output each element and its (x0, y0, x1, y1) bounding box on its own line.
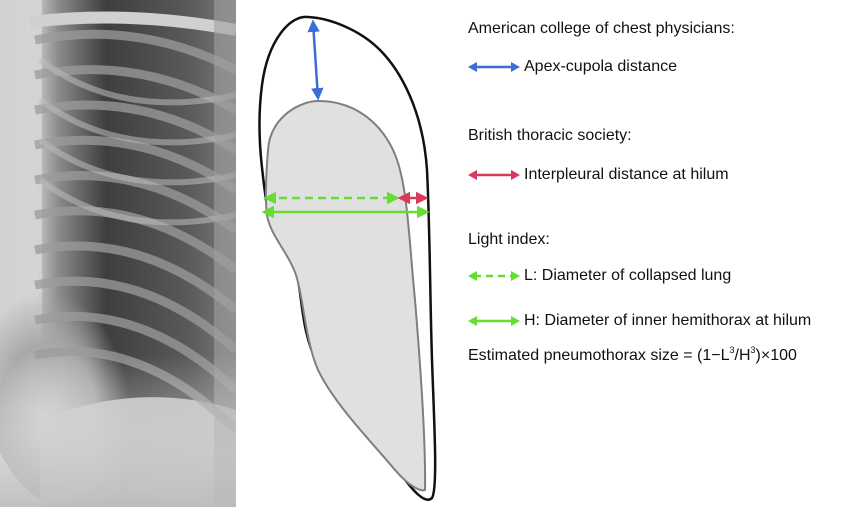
legend: American college of chest physicians: Ap… (468, 0, 848, 507)
green-dashed-double-arrow-icon (468, 271, 520, 281)
legend-item-apex-cupola: Apex-cupola distance (468, 56, 677, 78)
chest-xray-image (0, 0, 236, 507)
pneumothorax-size-formula: Estimated pneumothorax size = (1−L3/H3)×… (468, 345, 797, 365)
light-index-heading: Light index: (468, 231, 550, 248)
formula-prefix: Estimated pneumothorax size = (1−L (468, 347, 730, 364)
legend-label-apex-cupola: Apex-cupola distance (524, 58, 677, 75)
legend-label-L: L: Diameter of collapsed lung (524, 267, 732, 284)
green-double-arrow-icon (468, 316, 520, 326)
bts-heading: British thoracic society: (468, 127, 632, 144)
formula-exponent-2: 3 (750, 345, 756, 355)
legend-item-hemithorax-diameter: H: Diameter of inner hemithorax at hilum (468, 310, 811, 332)
formula-suffix: )×100 (755, 347, 797, 364)
formula-mid: /H (734, 347, 751, 364)
apex-cupola-arrow (307, 19, 324, 101)
blue-double-arrow-icon (468, 62, 520, 72)
legend-item-interpleural: Interpleural distance at hilum (468, 164, 729, 186)
legend-label-H: H: Diameter of inner hemithorax at hilum (524, 312, 812, 329)
accp-heading: American college of chest physicians: (468, 20, 735, 37)
red-double-arrow-icon (468, 170, 520, 180)
formula-exponent-1: 3 (729, 345, 735, 355)
legend-label-interpleural: Interpleural distance at hilum (524, 166, 729, 183)
pneumothorax-schematic (250, 0, 440, 507)
legend-item-collapsed-lung-diameter: L: Diameter of collapsed lung (468, 265, 731, 287)
